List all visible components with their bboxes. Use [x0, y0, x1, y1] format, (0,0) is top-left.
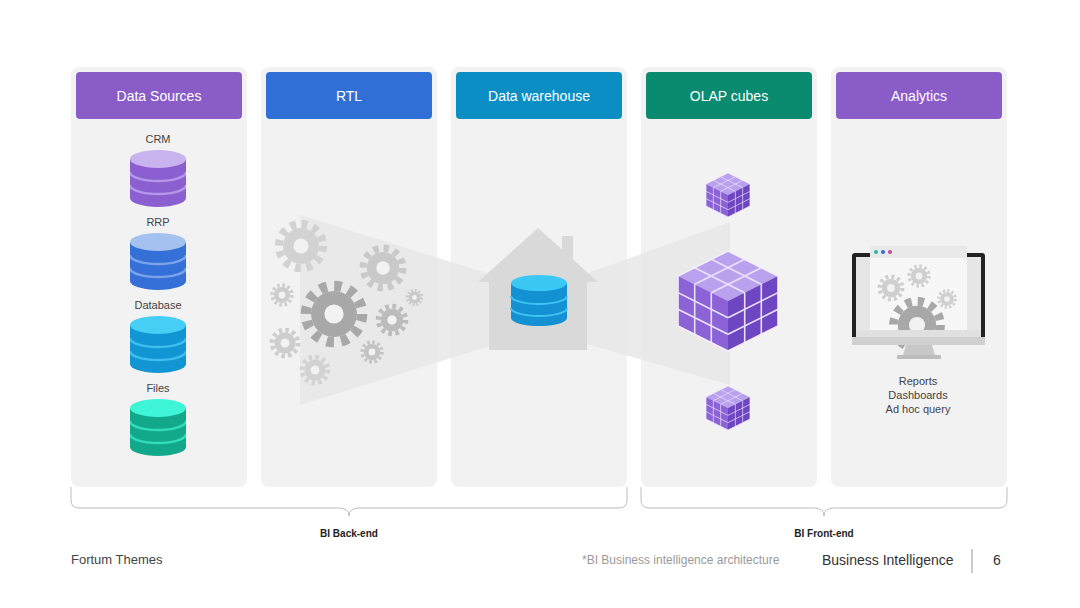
- gear-cluster: [272, 224, 422, 383]
- olap-cubes: [678, 173, 778, 430]
- database-cylinder: Database: [118, 299, 198, 374]
- database-cylinder: RRP: [118, 216, 198, 291]
- header-text: OLAP cubes: [690, 88, 768, 104]
- node-label: CRM: [118, 133, 198, 145]
- cylinder-shape: [130, 150, 186, 208]
- warehouse-house: [478, 228, 598, 350]
- page-number: 6: [993, 552, 1001, 568]
- header-text: Data Sources: [117, 88, 202, 104]
- bracket: [641, 487, 1007, 516]
- database-cylinder: Files: [118, 382, 198, 457]
- node-label: Database: [118, 299, 198, 311]
- group-label: BI Back-end: [249, 528, 449, 539]
- footer-divider: [972, 549, 973, 573]
- bracket: [71, 487, 627, 516]
- footer-title: Business Intelligence: [822, 552, 954, 568]
- column-header: Data Sources: [76, 72, 242, 119]
- node-label: Reports Dashboards Ad hoc query: [882, 374, 954, 416]
- column-header: OLAP cubes: [646, 72, 812, 119]
- cylinder-shape: [130, 233, 186, 291]
- header-text: Analytics: [891, 88, 947, 104]
- monitor-icon: [852, 246, 985, 359]
- column-header: Analytics: [836, 72, 1002, 119]
- header-text: Data warehouse: [488, 88, 590, 104]
- group-label: BI Front-end: [724, 528, 924, 539]
- column-header: RTL: [266, 72, 432, 119]
- cylinder-shape: [130, 399, 186, 457]
- header-text: RTL: [336, 88, 362, 104]
- footer-note: *BI Business intelligence architecture: [582, 553, 779, 567]
- analytics-outputs: Reports Dashboards Ad hoc query: [882, 374, 954, 416]
- footer-brand: Fortum Themes: [71, 552, 163, 567]
- column-panels: [71, 67, 1007, 487]
- column-header: Data warehouse: [456, 72, 622, 119]
- node-label: RRP: [118, 216, 198, 228]
- cylinder-shape: [130, 316, 186, 374]
- node-label: Files: [118, 382, 198, 394]
- database-cylinder: CRM: [118, 133, 198, 208]
